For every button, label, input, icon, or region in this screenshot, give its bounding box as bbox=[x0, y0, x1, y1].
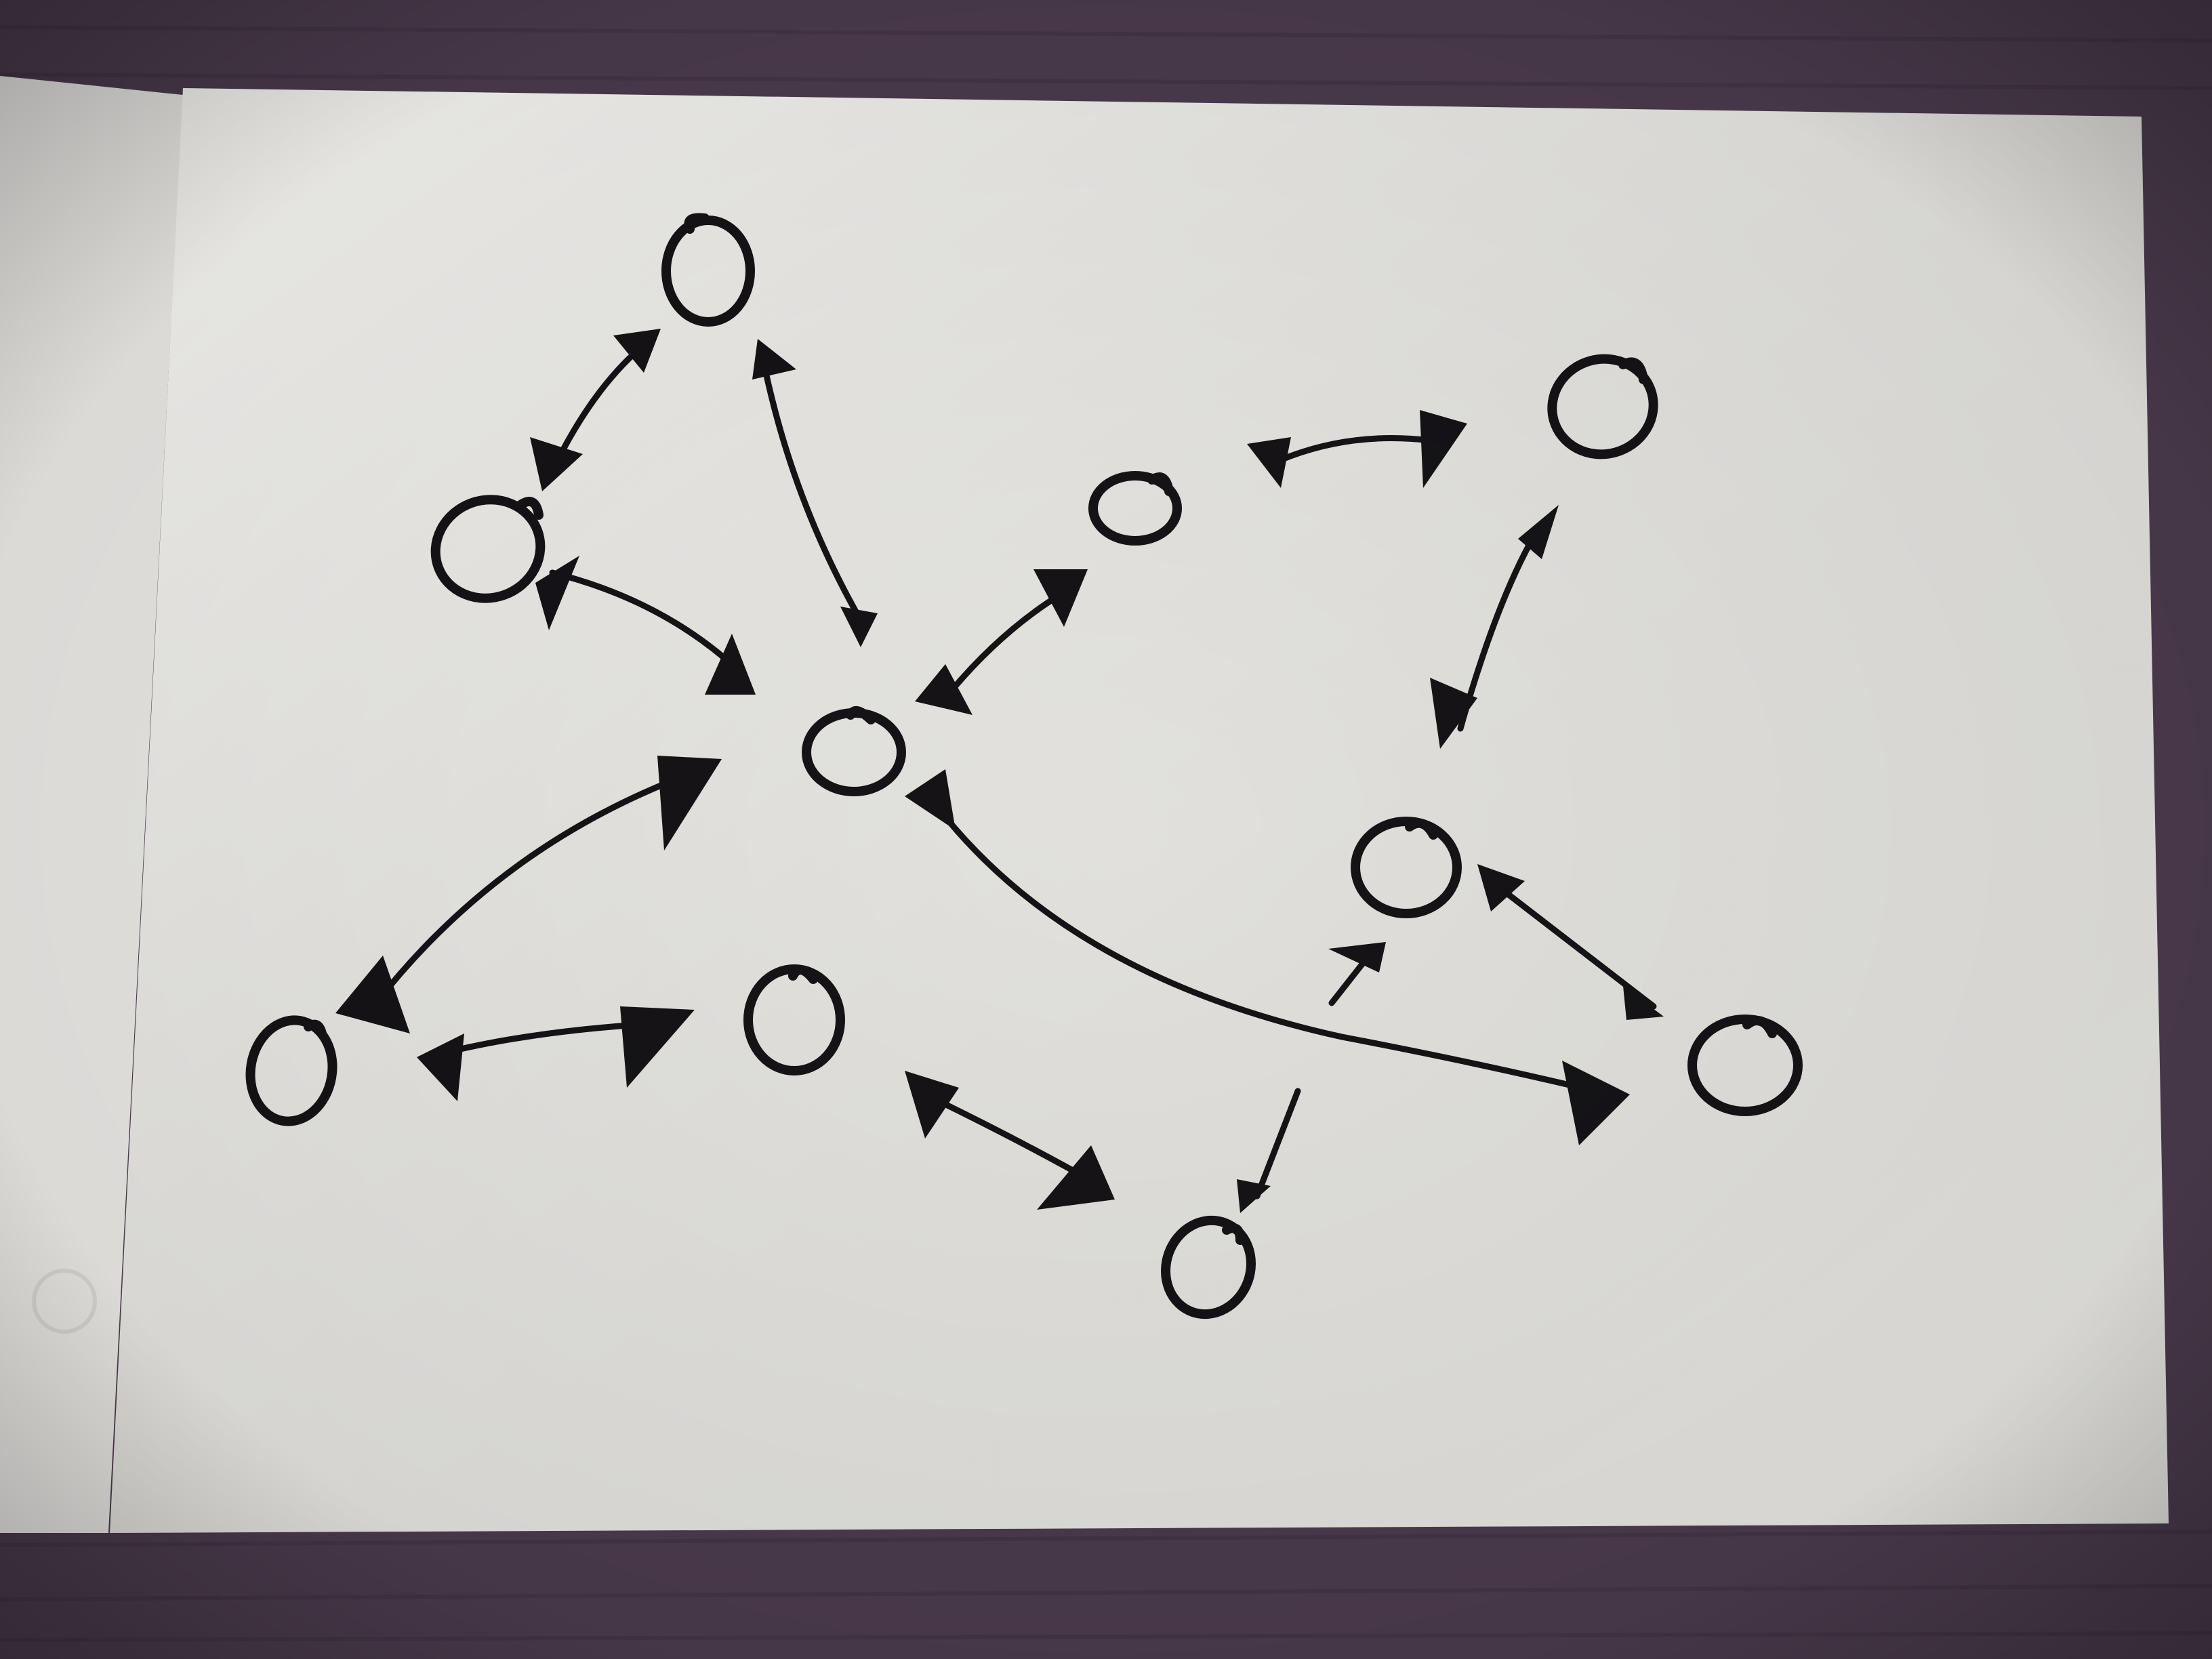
photo-scene bbox=[0, 0, 2212, 1659]
photo-vignette bbox=[0, 0, 2212, 1659]
